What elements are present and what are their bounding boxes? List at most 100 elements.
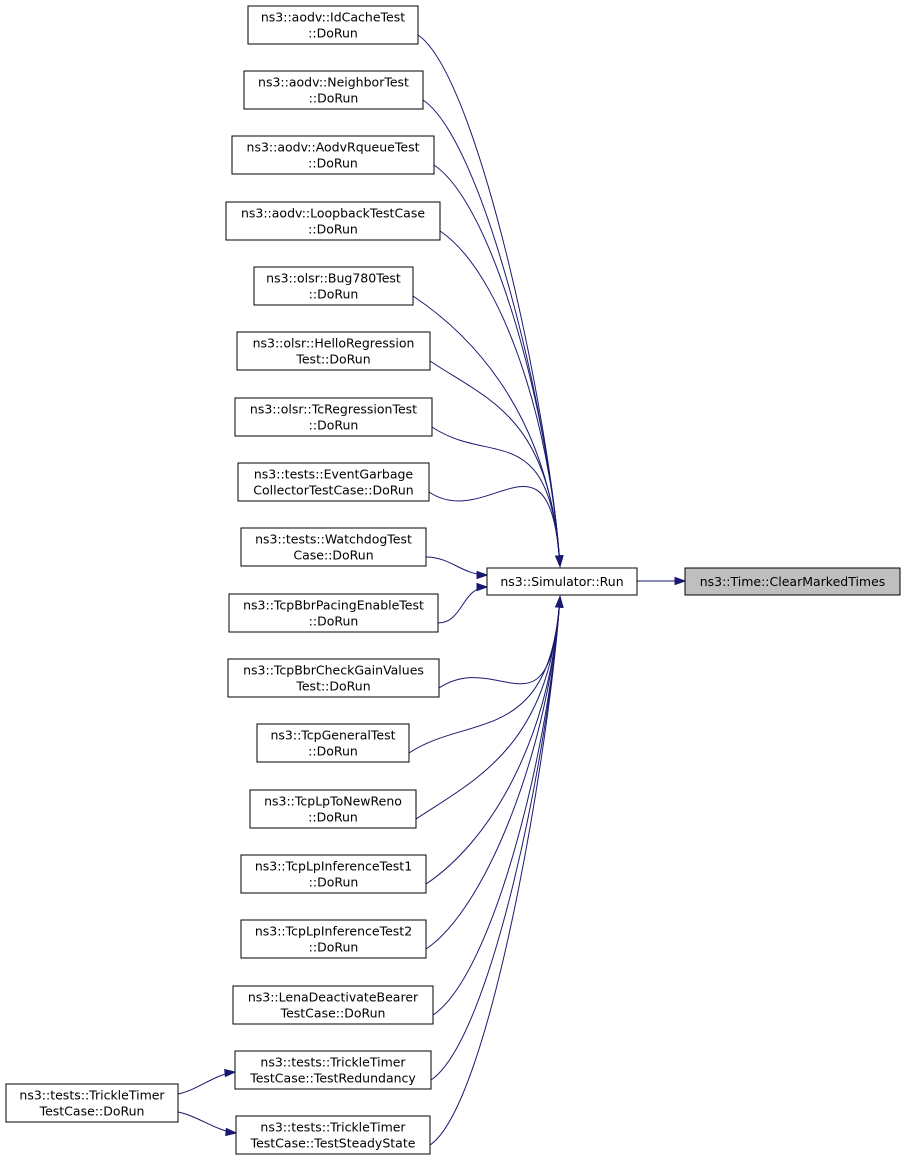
node-neighbor-box [243,70,424,110]
node-lpinf1-box [240,854,427,894]
node-lpnewreno-box [249,789,417,829]
call-nodes: ns3::Time::ClearMarkedTimes ns3::Simulato… [5,5,901,1155]
edge-eventgc-to-hub-line [428,486,561,567]
node-rqueue[interactable]: ns3::aodv::AodvRqueueTest::DoRun [231,135,435,175]
node-simulator-run-label-line: ns3::Simulator::Run [500,574,623,589]
edge-idcache-to-hub-line [417,34,561,567]
node-idcache-box [247,5,419,45]
edge-trickledorun-to-tricklesteady-arrowhead [225,1127,238,1137]
node-tcpgeneral[interactable]: ns3::TcpGeneralTest::DoRun [256,723,410,763]
edge-tricklesteady-to-hub-arrowhead [555,595,564,608]
edge-hub-to-target [637,576,687,586]
node-tricklesteady-box [235,1115,431,1155]
edge-hello-to-hub-line [429,360,561,567]
node-idcache-label-line: ns3::aodv::IdCacheTest [261,10,405,25]
node-bbrpacing[interactable]: ns3::TcpBbrPacingEnableTest::DoRun [228,593,439,633]
node-watchdog-label-line: Case::DoRun [293,548,373,563]
node-bug780-box [253,266,414,306]
edge-trickledorun-to-trickleredund-arrowhead [224,1068,237,1078]
node-lena-label-line: ns3::LenaDeactivateBearer [248,990,419,1005]
edge-tcpgeneral-to-hub-line [408,596,561,754]
node-watchdog-box [240,527,427,567]
edge-lena-to-hub-line [432,596,561,1016]
node-lpinf2-box [240,919,427,959]
node-trickledorun-box [5,1083,179,1123]
node-bug780[interactable]: ns3::olsr::Bug780Test::DoRun [253,266,414,306]
node-loopback-box [225,201,441,241]
node-tcreg-label-line: ns3::olsr::TcRegressionTest [250,402,417,417]
node-tricklesteady[interactable]: ns3::tests::TrickleTimerTestCase::TestSt… [235,1115,431,1155]
edge-trickleredund-to-hub-line [430,596,561,1081]
node-eventgc[interactable]: ns3::tests::EventGarbageCollectorTestCas… [237,462,430,502]
edge-loopback-to-hub-line [439,230,561,567]
node-lena-label-line: TestCase::DoRun [280,1006,386,1021]
node-bbrpacing-box [228,593,439,633]
edge-eventgc-to-hub [428,486,564,568]
edge-bbrpacing-to-hub [437,582,489,624]
edge-watchdog-to-hub [425,556,489,580]
node-tcreg[interactable]: ns3::olsr::TcRegressionTest::DoRun [234,397,433,437]
edge-rqueue-to-hub-line [433,164,561,567]
node-rqueue-label-line: ns3::aodv::AodvRqueueTest [247,140,420,155]
node-hello-label-line: ns3::olsr::HelloRegression [253,336,415,351]
node-simulator-run[interactable]: ns3::Simulator::Run [486,567,638,596]
node-lpnewreno-label-line: ns3::TcpLpToNewReno [264,794,402,809]
edge-neighbor-to-hub-line [422,99,561,567]
node-neighbor[interactable]: ns3::aodv::NeighborTest::DoRun [243,70,424,110]
node-idcache[interactable]: ns3::aodv::IdCacheTest::DoRun [247,5,419,45]
edge-tricklesteady-to-hub-line [429,596,561,1146]
edge-lpinf2-to-hub [425,595,564,950]
node-lpinf2[interactable]: ns3::TcpLpInferenceTest2::DoRun [240,919,427,959]
edge-tricklesteady-to-hub [429,595,564,1146]
node-lena-box [232,985,434,1025]
edge-trickleredund-to-hub [430,595,564,1081]
node-trickledorun-label-line: TestCase::DoRun [39,1104,145,1119]
node-lpinf2-label-line: ::DoRun [309,940,359,955]
edge-tcreg-to-hub-line [431,426,561,567]
edge-idcache-to-hub [417,34,564,568]
node-loopback[interactable]: ns3::aodv::LoopbackTestCase::DoRun [225,201,441,241]
node-bbrgain-label-line: ns3::TcpBbrCheckGainValues [243,663,424,678]
node-trickleredund-label-line: ns3::tests::TrickleTimer [260,1055,406,1070]
edge-lpnewreno-to-hub-line [415,596,561,820]
node-tcreg-label-line: ::DoRun [309,418,359,433]
edge-lpinf2-to-hub-line [425,596,561,950]
node-lpinf1-label-line: ns3::TcpLpInferenceTest1 [255,859,412,874]
node-rqueue-label-line: ::DoRun [308,156,358,171]
node-lpinf1-label-line: ::DoRun [309,875,359,890]
node-hello-label-line: Test::DoRun [295,352,370,367]
node-eventgc-label-line: CollectorTestCase::DoRun [253,483,413,498]
edge-bbrpacing-to-hub-line [437,586,488,624]
node-lpnewreno-label-line: ::DoRun [308,810,358,825]
node-lpinf2-label-line: ns3::TcpLpInferenceTest2 [255,924,412,939]
node-lpinf1[interactable]: ns3::TcpLpInferenceTest1::DoRun [240,854,427,894]
node-time-clearmarkedtimes[interactable]: ns3::Time::ClearMarkedTimes [684,567,901,596]
node-simulator-run-box [486,567,638,596]
edge-eventgc-to-hub-arrowhead [555,555,564,568]
node-tricklesteady-label-line: TestCase::TestSteadyState [250,1136,416,1151]
edge-hello-to-hub [429,360,564,568]
node-bbrgain-box [227,658,440,698]
node-bbrpacing-label-line: ns3::TcpBbrPacingEnableTest [243,598,424,613]
node-trickleredund-label-line: TestCase::TestRedundancy [249,1071,416,1086]
node-neighbor-label-line: ::DoRun [309,91,359,106]
node-rqueue-box [231,135,435,175]
edge-bbrgain-to-hub-line [438,596,561,689]
edge-rqueue-to-hub [433,164,564,568]
node-watchdog-label-line: ns3::tests::WatchdogTest [255,532,412,547]
node-lpnewreno[interactable]: ns3::TcpLpToNewReno::DoRun [249,789,417,829]
edge-trickledorun-to-tricklesteady [177,1111,238,1137]
node-bug780-label-line: ::DoRun [309,287,359,302]
node-trickledorun-label-line: ns3::tests::TrickleTimer [19,1088,165,1103]
node-loopback-label-line: ns3::aodv::LoopbackTestCase [241,206,425,221]
node-idcache-label-line: ::DoRun [308,26,358,41]
node-trickleredund[interactable]: ns3::tests::TrickleTimerTestCase::TestRe… [234,1050,432,1090]
node-tcpgeneral-label-line: ::DoRun [308,744,358,759]
node-eventgc-label-line: ns3::tests::EventGarbage [254,467,414,482]
node-time-clearmarkedtimes-label-line: ns3::Time::ClearMarkedTimes [700,574,886,589]
